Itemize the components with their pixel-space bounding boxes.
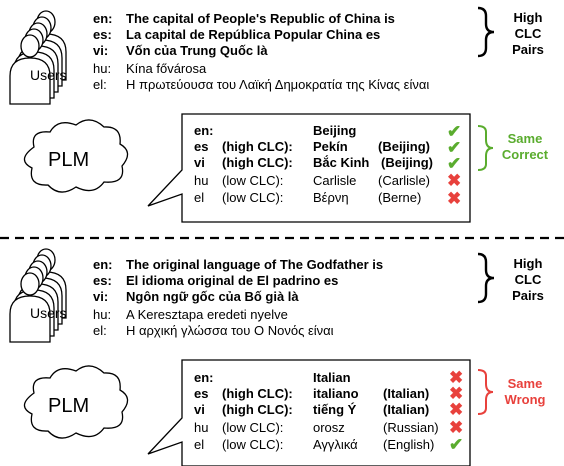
query-lang: el:: [93, 323, 107, 338]
answer-tag: (high CLC):: [222, 386, 293, 401]
users-label-top: Users: [30, 67, 67, 83]
answer-tag: (high CLC):: [222, 139, 293, 154]
answer-tag: (low CLC):: [222, 173, 284, 188]
plm-label-bottom: PLM: [48, 395, 90, 417]
answer-lang: el: [194, 437, 205, 452]
cross-icon: ✖: [449, 384, 464, 403]
answer-text: Βέρνη: [313, 190, 349, 205]
answer-text: Carlisle: [313, 173, 357, 188]
answer-bubble-top: [147, 113, 471, 223]
users-label-bottom: Users: [30, 305, 67, 321]
users-icon-top: [9, 10, 67, 105]
bracket-same-correct: [477, 125, 494, 171]
answer-text: Italian: [313, 370, 351, 385]
users-icon-bottom: [9, 248, 67, 343]
answer-lang: el: [194, 190, 205, 205]
answer-lang: vi: [194, 402, 205, 417]
answer-lang: en:: [194, 123, 214, 138]
answer-text: italiano: [313, 386, 359, 401]
query-lang: en:: [93, 11, 113, 26]
query-text: Kína fővárosa: [126, 61, 207, 76]
answer-lang: vi: [194, 155, 205, 170]
query-lang: el:: [93, 77, 107, 92]
cross-icon: ✖: [449, 418, 464, 437]
answer-text: orosz: [313, 420, 345, 435]
query-text: Ngôn ngữ gốc của Bố già là: [126, 289, 299, 304]
check-icon: ✔: [447, 154, 462, 173]
query-lang: vi:: [93, 289, 109, 304]
answer-gloss: (Russian): [383, 420, 439, 435]
query-text: El idioma original de El padrino es: [126, 273, 339, 288]
answer-lang: es: [194, 139, 209, 154]
answer-gloss: (Beijing): [381, 155, 433, 170]
answer-gloss: (Italian): [383, 402, 430, 417]
answer-text: Pekín: [313, 139, 348, 154]
label-high-clc-pairs-bottom: High CLC Pairs: [512, 256, 544, 303]
answer-lang: hu: [194, 420, 209, 435]
plm-cloud-top: [23, 119, 129, 193]
answer-gloss: (Carlisle): [378, 173, 430, 188]
answer-gloss: (Italian): [383, 386, 430, 401]
query-lang: hu:: [93, 61, 112, 76]
answer-tag: (low CLC):: [222, 190, 284, 205]
answer-tag: (low CLC):: [222, 437, 284, 452]
query-text: The capital of People's Republic of Chin…: [126, 11, 395, 26]
check-icon: ✔: [447, 122, 462, 141]
label-same-wrong: Same Wrong: [504, 376, 546, 407]
answer-bubble-bottom: [147, 359, 471, 466]
plm-label-top: PLM: [48, 149, 90, 171]
label-high-clc-pairs-top: High CLC Pairs: [512, 10, 544, 57]
answer-gloss: (Berne): [378, 190, 422, 205]
query-text: The original language of The Godfather i…: [126, 257, 384, 272]
check-icon: ✔: [447, 138, 462, 157]
query-lang: en:: [93, 257, 113, 272]
answer-lang: hu: [194, 173, 209, 188]
query-text: La capital de República Popular China es: [126, 27, 381, 42]
label-same-correct: Same Correct: [501, 131, 549, 162]
answer-text: Bắc Kinh: [313, 155, 370, 170]
answer-text: Αγγλικά: [313, 437, 358, 452]
answer-tag: (high CLC):: [222, 402, 293, 417]
brace-high-clc-bottom: [477, 252, 495, 304]
cross-icon: ✖: [449, 368, 464, 387]
query-text: A Keresztapa eredeti nyelve: [126, 307, 288, 322]
cross-icon: ✖: [447, 171, 462, 190]
bracket-same-wrong: [477, 369, 494, 415]
answer-tag: (high CLC):: [222, 155, 293, 170]
answer-gloss: (English): [383, 437, 435, 452]
answer-lang: en:: [194, 370, 214, 385]
plm-cloud-bottom: [23, 365, 129, 439]
answer-tag: (low CLC):: [222, 420, 284, 435]
query-text: Η αρχική γλώσσα του Ο Νονός είναι: [126, 323, 334, 338]
query-text: Vốn của Trung Quốc là: [126, 43, 268, 58]
cross-icon: ✖: [449, 400, 464, 419]
answer-gloss: (Beijing): [378, 139, 430, 154]
cross-icon: ✖: [447, 189, 462, 208]
answer-text: Beijing: [313, 123, 357, 138]
answer-text: tiếng Ý: [313, 402, 357, 417]
query-lang: es:: [93, 273, 112, 288]
answer-lang: es: [194, 386, 209, 401]
query-lang: hu:: [93, 307, 112, 322]
check-icon: ✔: [449, 435, 464, 454]
query-lang: es:: [93, 27, 112, 42]
brace-high-clc-top: [477, 6, 495, 58]
query-text: Η πρωτεύουσα του Λαϊκή Δημοκρατία της Κί…: [126, 77, 430, 92]
query-lang: vi:: [93, 43, 109, 58]
